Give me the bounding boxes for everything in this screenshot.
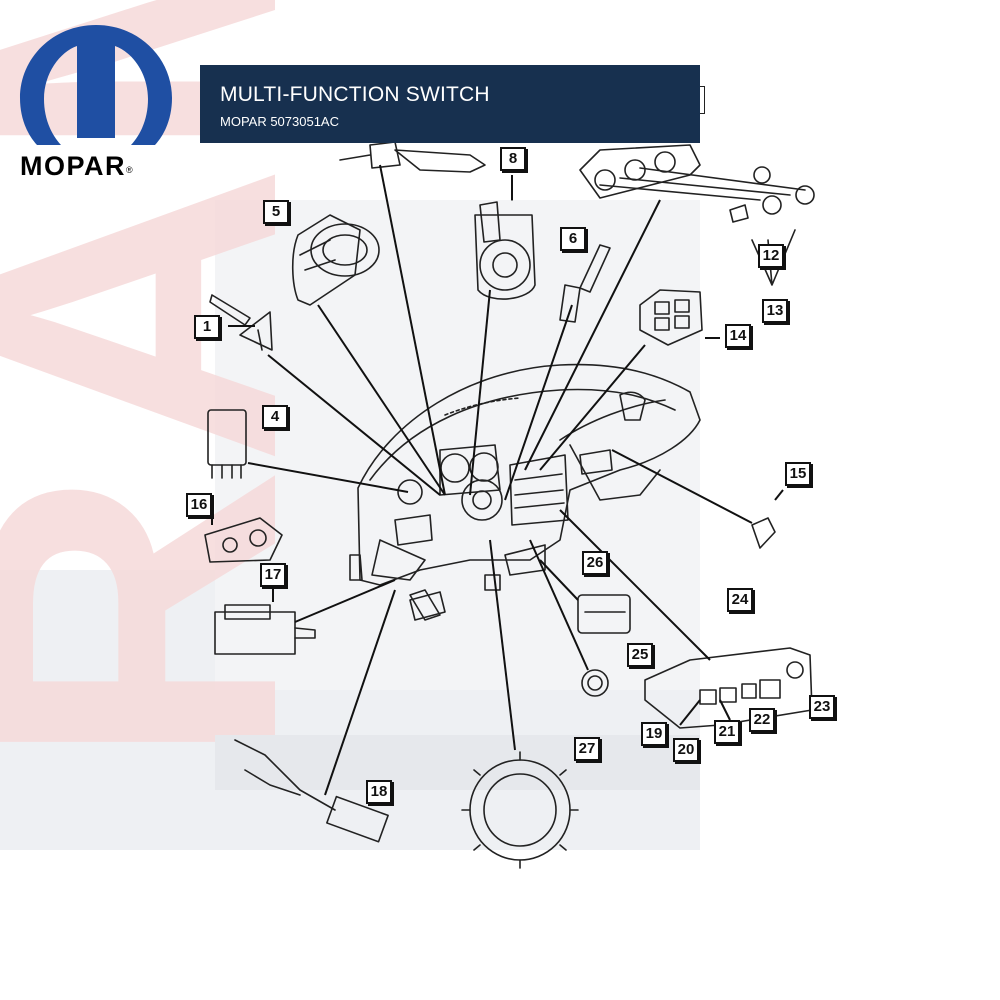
callout-24: 24 — [727, 588, 753, 612]
part-4-relay — [207, 409, 247, 479]
callout-13: 13 — [762, 299, 788, 323]
header-banner: MULTI-FUNCTION SWITCH MOPAR 5073051AC — [200, 65, 700, 143]
callout-15: 15 — [785, 462, 811, 486]
page-title: MULTI-FUNCTION SWITCH — [220, 83, 490, 106]
callout-8: 8 — [500, 147, 526, 171]
callout-26: 26 — [582, 551, 608, 575]
callout-20: 20 — [673, 738, 699, 762]
part-27-ring — [461, 751, 579, 869]
part-17-brake-switch — [214, 604, 316, 655]
part-14-window-switch — [639, 289, 703, 346]
part-18-harness — [234, 739, 389, 843]
part-number: MOPAR 5073051AC — [220, 114, 339, 129]
callout-27: 27 — [574, 737, 600, 761]
part-column-switch — [339, 141, 486, 173]
callout-23: 23 — [809, 695, 835, 719]
callout-5: 5 — [263, 200, 289, 224]
part-16-switch — [204, 517, 283, 563]
part-6-wiper-lever — [559, 244, 611, 323]
callout-6: 6 — [560, 227, 586, 251]
callout-21: 21 — [714, 720, 740, 744]
part-8-ignition-switch — [474, 179, 536, 300]
callout-14: 14 — [725, 324, 751, 348]
part-15-cover — [751, 517, 776, 549]
callout-12: 12 — [758, 244, 784, 268]
mopar-logo-mark — [20, 25, 172, 145]
callout-16: 16 — [186, 493, 212, 517]
banner-tab — [700, 86, 705, 114]
callout-17: 17 — [260, 563, 286, 587]
part-pedal — [409, 589, 441, 621]
part-25-knob — [581, 669, 609, 697]
callout-18: 18 — [366, 780, 392, 804]
callout-19: 19 — [641, 722, 667, 746]
callout-4: 4 — [262, 405, 288, 429]
mopar-logo-text: MOPAR® — [20, 151, 133, 181]
callout-1: 1 — [194, 315, 220, 339]
part-5-clockspring — [291, 214, 380, 306]
callout-25: 25 — [627, 643, 653, 667]
leader-lines — [211, 164, 784, 796]
callout-22: 22 — [749, 708, 775, 732]
part-26-switch — [577, 594, 631, 634]
